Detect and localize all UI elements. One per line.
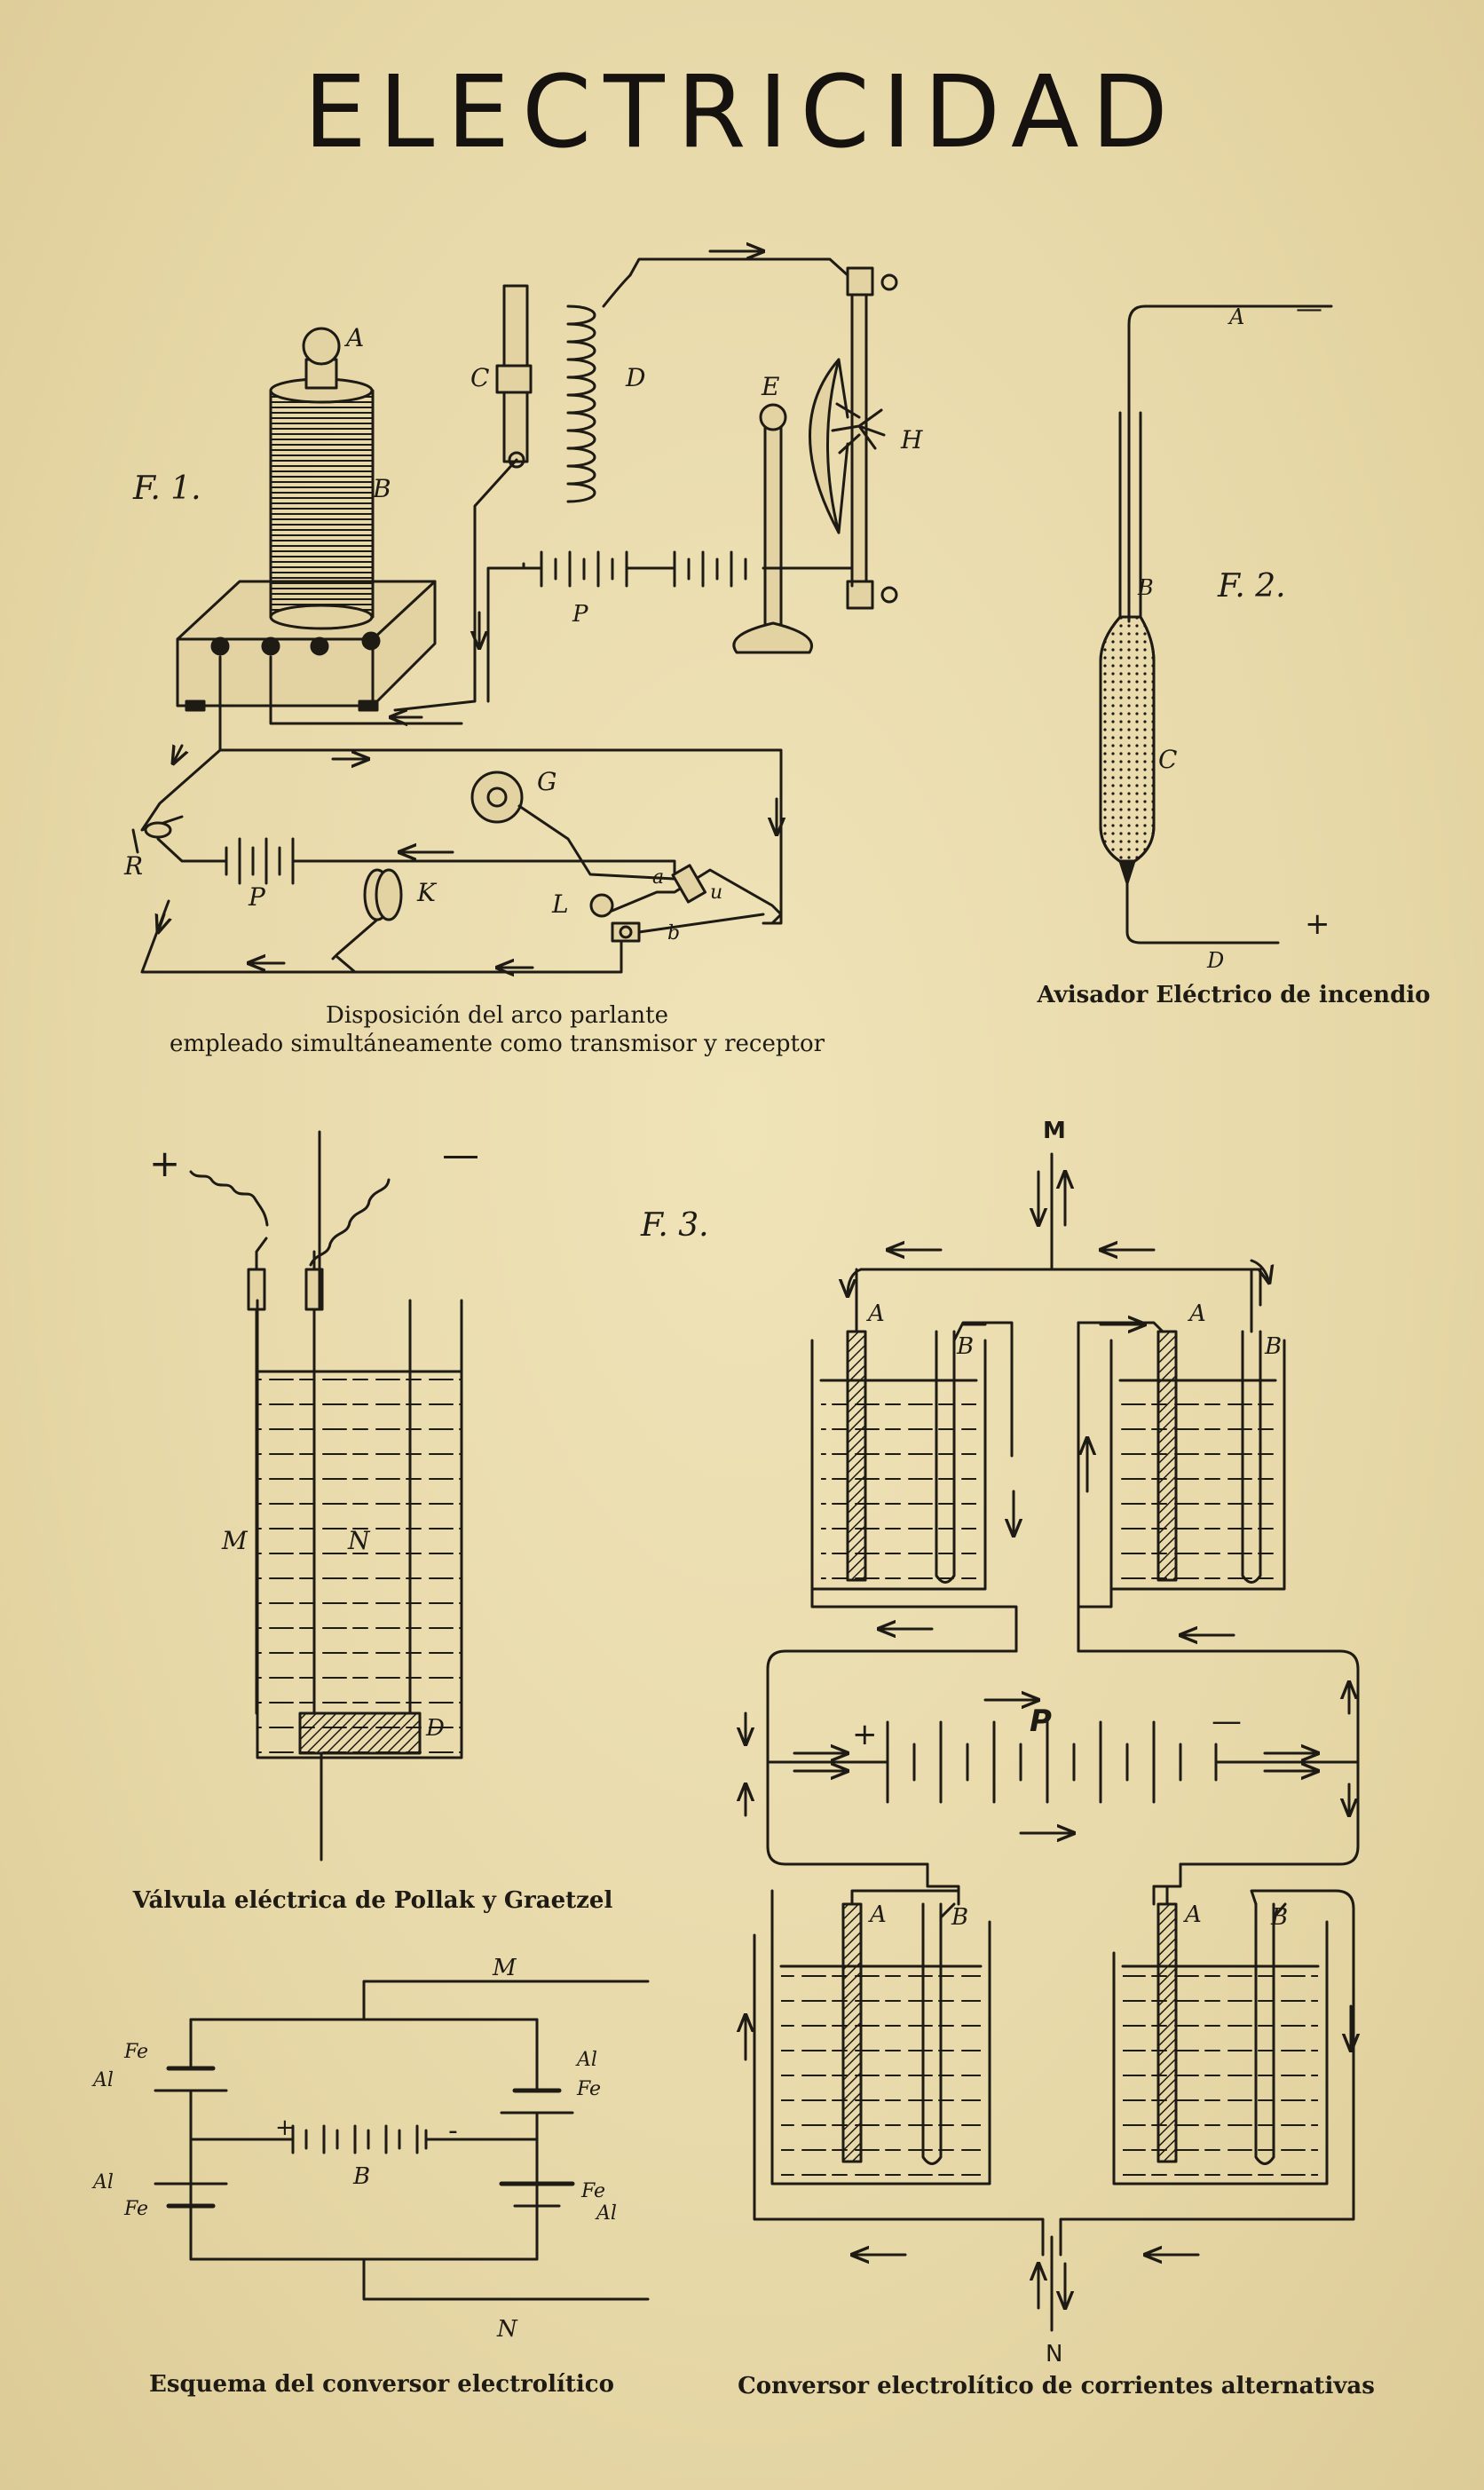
valve-label-D: D [425,1715,445,1742]
figure-converter-scheme: M N B + - Fe Al Al Fe Al Fe Fe Al [91,1955,650,2343]
f1-label-A: A [343,323,364,352]
scheme-label-Al-tr: Al [575,2049,597,2071]
page-title: ELECTRICIDAD [304,55,1180,170]
f1-label-G: G [537,767,556,796]
figure-1-speaking-arc: A B C D E H P G K L R P a u b [123,251,923,972]
f1-label-E: E [761,372,779,401]
scheme-label-Al-bl: Al [91,2171,114,2194]
figure-2-fire-alarm: A — B C D + [1099,294,1333,973]
f1-label-H: H [900,425,923,455]
f1-label-P-bottom: P [248,882,266,912]
f2-label-B: B [1137,575,1154,600]
figure-2-caption: Avisador Eléctrico de incendio [1037,982,1431,1008]
conv-label-B3: B [951,1904,968,1931]
conv-label-B2: B [1264,1333,1282,1360]
figure-1-caption-line1: Disposición del arco parlante [326,1002,668,1029]
scheme-label-Al-br: Al [595,2202,617,2225]
f2-label-C: C [1158,745,1177,774]
figure-electric-valve: + — M N D [149,1130,479,1862]
f1-label-C: C [470,363,489,392]
conv-label-N: N [1046,2341,1062,2367]
scheme-label-Fe-bl: Fe [123,2198,148,2220]
conv-label-minus: — [1212,1703,1242,1739]
valve-label-N: N [347,1526,371,1555]
scheme-label-Fe-tr: Fe [576,2078,601,2100]
figure-3-tag: F. 3. [641,1207,709,1244]
f1-label-u: u [710,881,722,904]
valve-caption: Válvula eléctrica de Pollak y Graetzel [132,1887,613,1914]
conv-label-A1: A [866,1300,885,1327]
figure-1-caption: Disposición del arco parlante empleado s… [124,1001,870,1058]
f1-label-P-top: P [572,601,588,628]
scheme-label-Fe-br: Fe [580,2180,605,2202]
conv-label-B4: B [1270,1904,1288,1931]
figure-1-tag: F. 1. [133,470,201,507]
conv-label-M: M [1043,1118,1066,1144]
conv-label-plus: + [852,1717,878,1752]
valve-label-M: M [221,1526,249,1555]
scheme-caption: Esquema del conversor electrolítico [149,2371,614,2398]
f2-label-plus: + [1305,906,1330,942]
figure-1-caption-line2: empleado simultáneamente como transmisor… [169,1031,825,1057]
figure-ac-converter: M N A B A B A B A B P + — [746,1118,1358,2367]
conv-label-P: P [1030,1703,1052,1739]
f2-label-minus: — [1296,294,1322,325]
conv-label-A2: A [1188,1300,1206,1327]
scheme-label-N: N [496,2316,518,2343]
scheme-label-Al-tl: Al [91,2069,114,2091]
f1-label-R: R [123,851,143,881]
conv-label-A4: A [1183,1901,1202,1928]
f1-label-K: K [416,878,438,907]
converter-caption: Conversor electrolítico de corrientes al… [738,2373,1375,2399]
f1-label-b: b [667,922,680,945]
conv-label-B1: B [956,1333,974,1360]
f1-label-D: D [625,363,645,392]
figure-2-tag: F. 2. [1218,568,1286,605]
valve-label-plus: + [149,1142,180,1185]
f2-label-D: D [1206,948,1224,973]
f1-label-B: B [372,474,391,503]
valve-label-minus: — [442,1133,479,1176]
f1-label-a: a [652,866,664,889]
f2-label-A: A [1227,304,1244,329]
conv-label-A3: A [868,1901,887,1928]
scheme-label-Fe-tl: Fe [123,2041,148,2063]
scheme-label-minus: - [448,2115,458,2146]
scheme-label-plus: + [275,2115,295,2141]
f1-label-L: L [551,889,569,919]
scheme-label-M: M [492,1955,517,1981]
scheme-label-B: B [352,2163,370,2190]
